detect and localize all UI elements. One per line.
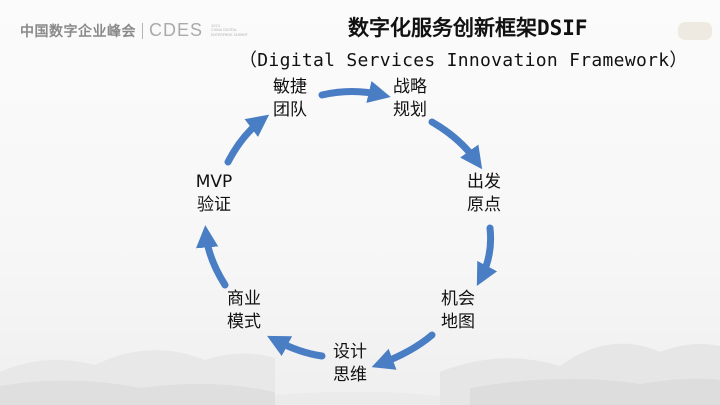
stage-label: 机会 <box>441 289 475 309</box>
brand-logo-sub-line: 2023 <box>211 23 220 28</box>
stage-label: 战略 <box>393 77 427 97</box>
arrow-mvp-to-team <box>224 114 270 166</box>
stage-business-model: 商业 模式 <box>214 288 274 334</box>
arrow-team-to-strategy <box>318 81 391 103</box>
slide-title: 数字化服务创新框架DSIF <box>348 16 588 40</box>
stage-label: MVP <box>195 172 233 192</box>
stage-label: 规划 <box>393 100 427 120</box>
brand-logo-sub-line: ENTERPRISE SUMMIT <box>211 32 248 37</box>
arrow-business-to-mvp <box>195 225 229 289</box>
stage-opportunity-map: 机会 地图 <box>428 288 488 334</box>
stage-label: 敏捷 <box>273 77 307 97</box>
decorative-shape <box>678 22 712 40</box>
stage-label: 原点 <box>467 195 501 215</box>
stage-label: 验证 <box>197 195 231 215</box>
stage-label: 商业 <box>227 289 261 309</box>
stage-label: 模式 <box>227 312 261 332</box>
stage-mvp-validation: MVP 验证 <box>184 171 244 217</box>
stage-origin: 出发 原点 <box>454 171 514 217</box>
brand-name: 中国数字企业峰会 <box>20 23 136 40</box>
brand-divider <box>142 22 143 39</box>
stage-design-thinking: 设计 思维 <box>320 341 380 387</box>
arrow-origin-to-map <box>476 224 498 286</box>
stage-label: 团队 <box>273 100 307 120</box>
slide-subtitle: （Digital Services Innovation Framework） <box>239 50 688 71</box>
cdes-logo: CDES <box>149 20 204 40</box>
arrow-design-to-business <box>267 335 326 360</box>
stage-label: 出发 <box>467 172 501 192</box>
stage-label: 地图 <box>441 312 475 332</box>
brand-logo-sub-line: CHINA DIGITAL <box>211 28 237 33</box>
stage-agile-team: 敏捷 团队 <box>260 76 320 122</box>
arrow-strategy-to-origin <box>428 118 483 170</box>
arrow-map-to-design <box>371 331 436 370</box>
stage-strategy-planning: 战略 规划 <box>380 76 440 122</box>
brand-logo-sub: 2023 CHINA DIGITAL ENTERPRISE SUMMIT <box>211 24 248 38</box>
stage-label: 设计 <box>333 342 367 362</box>
brand-header: 中国数字企业峰会 CDES 2023 CHINA DIGITAL ENTERPR… <box>20 20 248 41</box>
stage-label: 思维 <box>333 365 367 385</box>
